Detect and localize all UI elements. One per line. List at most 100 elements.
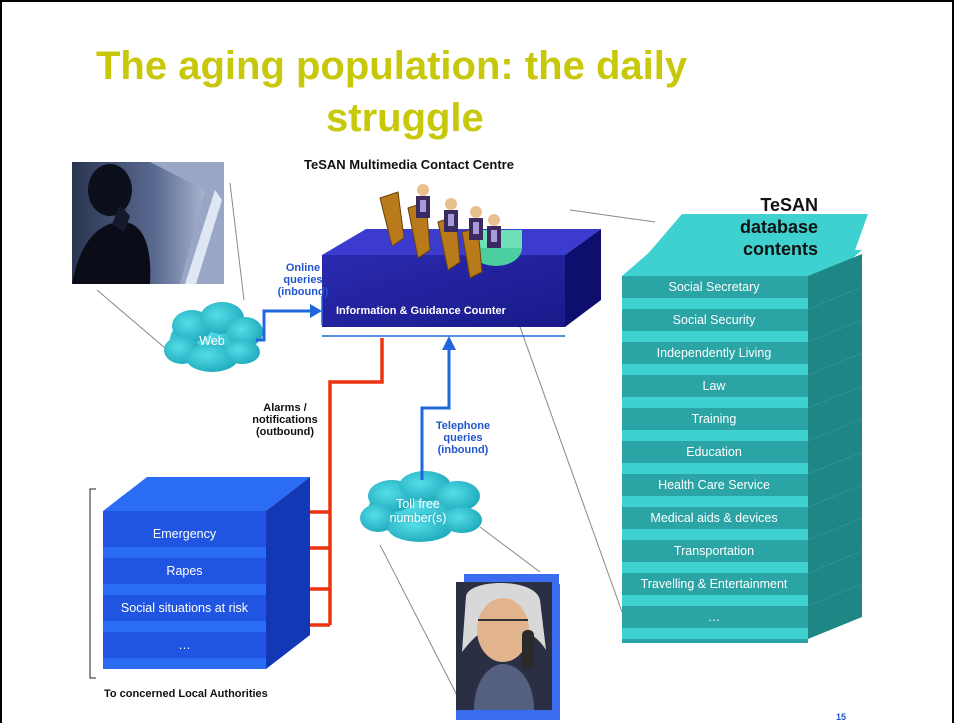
web-cloud-label: Web <box>199 334 225 348</box>
database-layer-gap <box>622 529 808 540</box>
contact-centre-title: TeSAN Multimedia Contact Centre <box>304 157 514 172</box>
database-title-block <box>634 214 868 270</box>
database-layer-gap <box>622 430 808 441</box>
database-layer-gap <box>622 628 808 639</box>
authorities-layer-face <box>103 595 266 621</box>
authorities-caption: To concerned Local Authorities <box>104 688 268 700</box>
woman-on-phone-photo <box>456 574 560 720</box>
authorities-layer-side <box>266 514 310 595</box>
database-item: Independently Living <box>656 346 772 360</box>
database-item: Social Secretary <box>668 280 760 294</box>
authorities-layer-side <box>266 588 310 669</box>
frame-right <box>952 0 954 723</box>
authorities-top-face <box>103 477 310 511</box>
database-layer-side <box>808 353 862 408</box>
database-layer-face <box>622 540 808 562</box>
frame-top <box>0 0 954 2</box>
database-title-line3: contents <box>742 239 818 259</box>
online-arrowhead <box>310 304 322 318</box>
database-layer-face <box>622 408 808 430</box>
authorities-layer-gap <box>103 584 266 595</box>
database-layer-gap <box>622 496 808 507</box>
database-bottom <box>622 639 808 643</box>
database-layer-gap <box>622 364 808 375</box>
database-layer-side <box>808 518 862 573</box>
database-layer-face <box>622 309 808 331</box>
database-item: Health Care Service <box>658 478 770 492</box>
page-number: 15 <box>836 712 847 722</box>
online-queries-line3: (inbound) <box>277 286 329 298</box>
alarms-line3: (outbound) <box>255 426 315 438</box>
database-item: Training <box>691 412 737 426</box>
database-layer-side <box>808 320 862 375</box>
slide-title: The aging population: the daily struggle <box>96 40 796 144</box>
database-layer-side <box>808 551 862 606</box>
database-layer-gap <box>622 463 808 474</box>
database-layer-face <box>622 507 808 529</box>
counter-platform <box>322 229 601 337</box>
connector-lines <box>96 182 656 706</box>
database-title-line2: database <box>739 217 818 237</box>
online-queries-line2: queries <box>283 274 323 286</box>
database-layer-side <box>808 584 862 639</box>
database-layer-face <box>622 441 808 463</box>
tollfree-cloud-label: Toll free number(s) <box>378 497 458 525</box>
authorities-bracket <box>89 488 96 679</box>
authorities-layer-side <box>266 477 310 558</box>
database-layer-face <box>622 474 808 496</box>
database-layer-gap <box>622 397 808 408</box>
database-item: Transportation <box>673 544 755 558</box>
database-item: Education <box>686 445 742 459</box>
person-at-computer-photo <box>72 162 224 284</box>
database-layer-face <box>622 573 808 595</box>
telephone-queries-line2: queries <box>443 432 483 444</box>
database-layer-side <box>808 254 862 309</box>
database-layer-gap <box>622 298 808 309</box>
online-queries-label: Online queries (inbound) <box>268 262 338 298</box>
database-layer-side <box>808 419 862 474</box>
alarms-line1: Alarms / <box>263 402 307 414</box>
database-layer-gap <box>622 595 808 606</box>
inbound-arrows <box>256 309 451 480</box>
web-cloud <box>164 302 263 372</box>
authorities-layer-face <box>103 521 266 547</box>
frame-left <box>0 0 2 723</box>
authorities-layer-side <box>266 551 310 632</box>
database-layer-side <box>808 386 862 441</box>
database-layer-side <box>808 485 862 540</box>
alarms-line2: notifications <box>252 414 318 426</box>
database-layer-face <box>622 375 808 397</box>
tollfree-line1: Toll free <box>396 497 440 511</box>
database-layer-face <box>622 276 808 298</box>
authorities-top-edge <box>103 511 266 521</box>
alarms-label: Alarms / notifications (outbound) <box>246 402 324 438</box>
database-stack <box>622 214 868 643</box>
online-queries-line1: Online <box>285 262 321 274</box>
authority-item: … <box>178 638 191 652</box>
authorities-layer-face <box>103 558 266 584</box>
telephone-arrowhead <box>442 336 456 350</box>
outbound-arrows <box>300 338 384 627</box>
counter-label: Information & Guidance Counter <box>336 305 506 317</box>
authority-item: Rapes <box>166 564 203 578</box>
authority-item: Social situations at risk <box>120 601 249 615</box>
database-layer-face <box>622 606 808 628</box>
slide-title-line1: The aging population: the daily <box>96 44 688 88</box>
database-item: Travelling & Entertainment <box>640 577 788 591</box>
authorities-layer-face <box>103 632 266 658</box>
database-item: Medical aids & devices <box>650 511 778 525</box>
database-title-line1: TeSAN <box>760 195 818 215</box>
tollfree-cloud <box>360 471 482 542</box>
local-authorities-stack <box>103 477 310 669</box>
authorities-layer-gap <box>103 547 266 558</box>
authorities-layer-gap <box>103 658 266 669</box>
telephone-queries-line1: Telephone <box>435 420 491 432</box>
database-layer-gap <box>622 331 808 342</box>
database-item: Social Security <box>672 313 756 327</box>
database-item: … <box>707 610 721 624</box>
database-layer-gap <box>622 562 808 573</box>
telephone-queries-line3: (inbound) <box>437 444 489 456</box>
database-item: Law <box>702 379 726 393</box>
